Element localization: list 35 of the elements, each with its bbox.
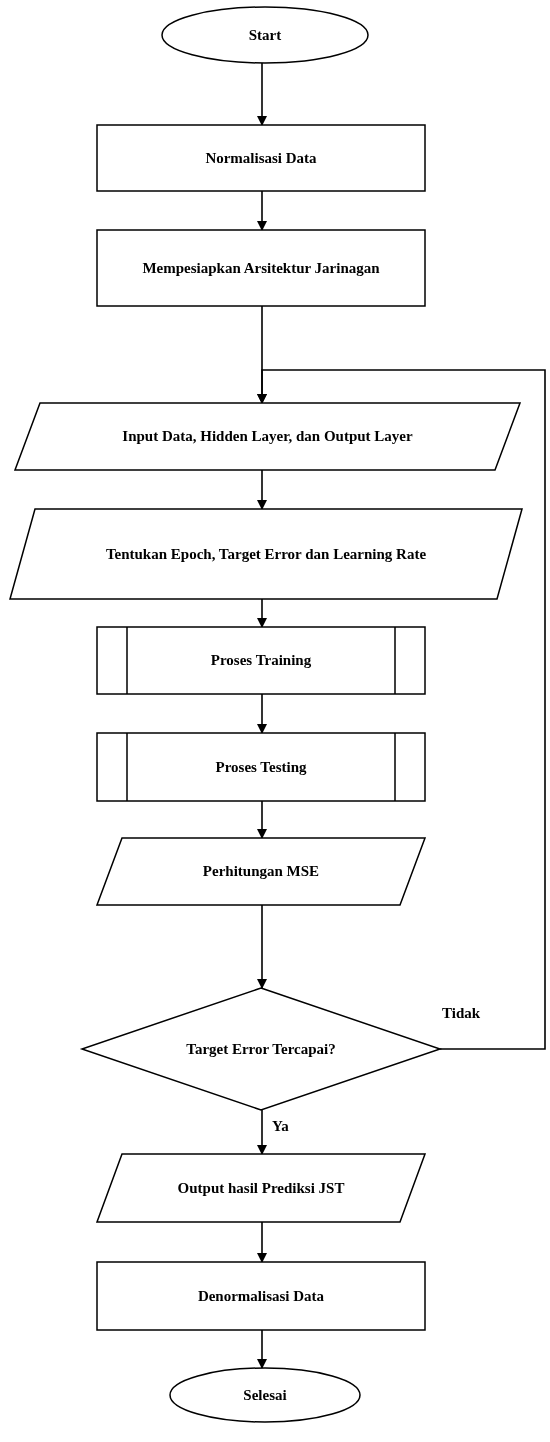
node-label: Tentukan Epoch, Target Error dan Learning Rate xyxy=(105,545,427,563)
arrow xyxy=(257,1109,267,1155)
arrow xyxy=(257,1329,267,1369)
input-parallelogram xyxy=(15,403,520,470)
data-parallelogram xyxy=(97,838,425,905)
arrow xyxy=(257,598,267,628)
node-label: Proses Testing xyxy=(215,758,307,776)
node-label: Proses Training xyxy=(210,652,312,669)
arrow xyxy=(257,904,267,989)
start-terminal xyxy=(162,7,368,63)
output-parallelogram xyxy=(97,1154,425,1222)
node-label: Start xyxy=(248,26,282,44)
arrow xyxy=(257,190,267,231)
arrow xyxy=(257,469,267,510)
node-label: Target Error Tercapai? xyxy=(186,1040,336,1058)
arrow xyxy=(257,1221,267,1263)
node-label: Input Data, Hidden Layer, dan Output Layer xyxy=(122,428,413,445)
arrow xyxy=(257,693,267,734)
arrow xyxy=(257,62,267,126)
process-box xyxy=(97,1262,425,1330)
subprocess-box xyxy=(97,733,425,801)
node-label: Output hasil Prediksi JST xyxy=(177,1179,345,1197)
node-label: Normalisasi Data xyxy=(205,149,317,167)
process-box xyxy=(97,230,425,306)
subprocess-box xyxy=(97,627,425,694)
input-parallelogram xyxy=(10,509,522,599)
node-label: Perhitungan MSE xyxy=(202,863,320,880)
end-terminal xyxy=(170,1368,360,1422)
process-box xyxy=(97,125,425,191)
node-label: Mempesiapkan Arsitektur Jarinagan xyxy=(142,259,380,277)
arrow xyxy=(257,369,546,1050)
node-label: Denormalisasi Data xyxy=(197,1287,325,1305)
decision-diamond xyxy=(82,988,440,1110)
node-label: Selesai xyxy=(243,1386,287,1404)
arrow xyxy=(257,800,267,839)
